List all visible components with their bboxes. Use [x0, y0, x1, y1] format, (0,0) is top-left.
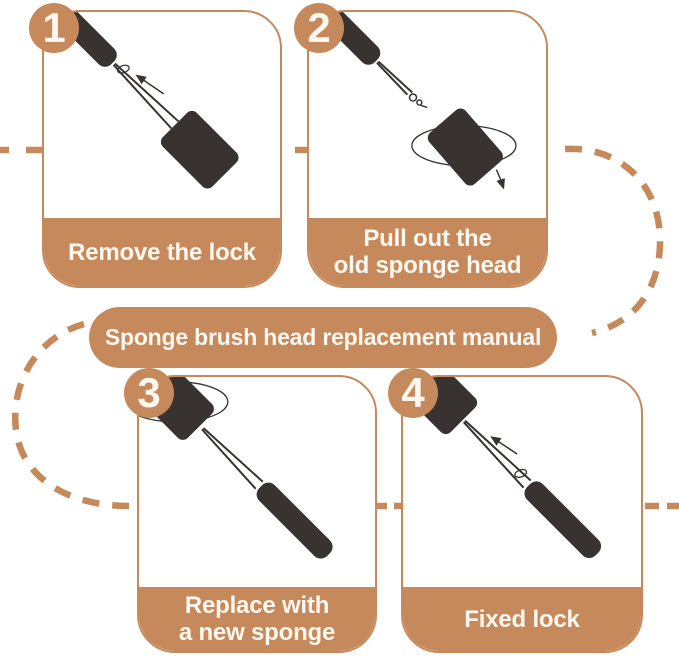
- slide-direction-arrow-icon: [135, 74, 165, 95]
- step-number: 2: [307, 4, 331, 51]
- step-caption-3: Replace with a new sponge: [139, 587, 375, 651]
- step-number: 3: [137, 369, 161, 416]
- caption-line: Pull out the: [363, 225, 492, 252]
- rod-hook-detail: [416, 99, 423, 106]
- connector-rod: [376, 60, 413, 96]
- step-card-3: Replace with a new sponge: [137, 375, 377, 653]
- manual-title: Sponge brush head replacement manual: [104, 324, 542, 350]
- step-card-1: Remove the lock: [42, 10, 282, 288]
- flow-arc-right: [564, 145, 664, 337]
- step-panel-4: Fixed lock 4: [388, 368, 643, 653]
- step-card-2: Pull out the old sponge head: [307, 10, 548, 288]
- brush-handle: [524, 481, 602, 559]
- sponge-head: [427, 108, 503, 186]
- step-number: 4: [401, 369, 425, 416]
- rod-hook-detail: [420, 104, 428, 109]
- brush-illustration-step-3: [139, 377, 333, 559]
- caption-line: old sponge head: [333, 252, 522, 279]
- rotation-orbit-icon: [139, 381, 229, 423]
- sponge-head: [403, 377, 478, 435]
- connector-rod: [112, 62, 180, 130]
- lock-direction-arrow-icon: [490, 436, 518, 455]
- step-number-badge-2: 2: [294, 3, 344, 53]
- brush-handle: [256, 482, 333, 559]
- flow-arc-left: [11, 320, 138, 510]
- step-number-badge-1: 1: [29, 3, 79, 53]
- caption-line: Fixed lock: [464, 605, 580, 633]
- rotation-twist-icon: [116, 64, 130, 74]
- step-number: 1: [42, 4, 66, 51]
- step-number-badge-3: 3: [124, 368, 174, 418]
- step-panel-3: Replace with a new sponge 3: [124, 368, 377, 653]
- brush-illustration-step-2: [309, 12, 517, 190]
- step-caption-4: Fixed lock: [403, 587, 641, 651]
- step-panel-1: Remove the lock 1: [29, 3, 282, 288]
- caption-line: Remove the lock: [68, 238, 256, 266]
- pull-direction-arrow-icon: [495, 169, 505, 190]
- rod-hook-detail: [408, 93, 418, 102]
- brush-illustration-step-1: [44, 12, 239, 189]
- rotation-orbit-icon: [411, 124, 517, 167]
- step-caption-2: Pull out the old sponge head: [309, 218, 546, 286]
- step-panel-2: Pull out the old sponge head 2: [294, 3, 548, 288]
- caption-line: a new sponge: [178, 619, 336, 646]
- sponge-head: [160, 110, 239, 189]
- step-card-4: Fixed lock: [401, 375, 643, 653]
- connector-rod: [201, 427, 264, 490]
- step-caption-1: Remove the lock: [44, 218, 280, 286]
- rotation-twist-icon: [514, 468, 528, 478]
- caption-line: Replace with: [184, 592, 330, 619]
- title-banner: Sponge brush head replacement manual: [89, 307, 557, 368]
- brush-illustration-step-4: [403, 377, 602, 559]
- step-number-badge-4: 4: [388, 368, 438, 418]
